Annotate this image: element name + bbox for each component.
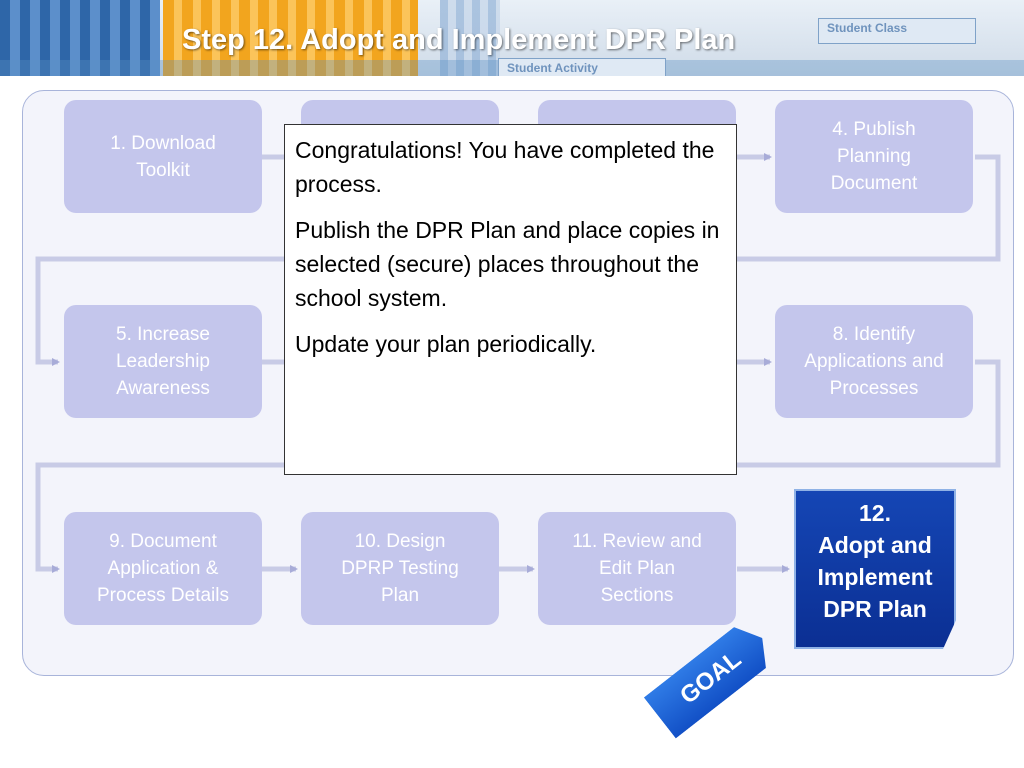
slide-title: Step 12. Adopt and Implement DPR Plan xyxy=(182,24,736,56)
step-box-8: 8. Identify Applications and Processes xyxy=(775,305,973,418)
step-label: 11. Review and xyxy=(572,531,702,552)
callout-paragraph: Publish the DPR Plan and place copies in… xyxy=(295,217,720,311)
step-box-1: 1. Download Toolkit xyxy=(64,100,262,213)
step-box-10: 10. Design DPRP Testing Plan xyxy=(301,512,499,625)
step-label: 5. Increase xyxy=(116,324,210,345)
banner-card-student-class: Student Class xyxy=(818,18,976,44)
step-label: Document xyxy=(830,173,918,194)
step-label: Leadership xyxy=(115,351,211,372)
step-label: Awareness xyxy=(116,378,210,399)
step-label: Sections xyxy=(600,585,674,606)
step-box-5: 5. Increase Leadership Awareness xyxy=(64,305,262,418)
step-box-12-current: 12. Adopt and Implement DPR Plan xyxy=(794,489,956,649)
step-label: Planning xyxy=(837,146,911,167)
step-label: Plan xyxy=(380,585,420,606)
step-label: Processes xyxy=(829,378,919,399)
step-label: Toolkit xyxy=(136,159,190,181)
step-label: Application & xyxy=(107,558,219,579)
step-label: DPRP Testing xyxy=(341,558,459,579)
banner-card-student-activity: Student Activity xyxy=(498,58,666,76)
header-banner: Student Class Student Activity Step 12. … xyxy=(0,0,1024,76)
step-label: Applications and xyxy=(804,351,944,372)
step-label: DPR Plan xyxy=(823,596,927,622)
step-box-9: 9. Document Application & Process Detail… xyxy=(64,512,262,625)
callout-paragraph: Congratulations! You have completed the … xyxy=(295,137,715,197)
step-label: 1. Download xyxy=(110,132,216,154)
step-label: 8. Identify xyxy=(832,324,916,345)
step-label: 4. Publish xyxy=(832,119,916,140)
step-box-4: 4. Publish Planning Document xyxy=(775,100,973,213)
step-label: 12. xyxy=(859,500,891,526)
banner-stripes-blue xyxy=(0,0,160,76)
step-label: Implement xyxy=(817,564,933,590)
step-label: Edit Plan xyxy=(598,558,676,579)
step-label: 9. Document xyxy=(109,531,217,552)
step-box-11: 11. Review and Edit Plan Sections xyxy=(538,512,736,625)
step-label: 10. Design xyxy=(354,531,446,552)
callout-paragraph: Update your plan periodically. xyxy=(295,331,597,357)
step-label: Adopt and xyxy=(818,532,932,558)
step-label: Process Details xyxy=(97,585,229,606)
banner-stripes-orange xyxy=(163,0,418,76)
banner-stripes-light xyxy=(440,0,500,76)
callout-box: Congratulations! You have completed the … xyxy=(284,124,737,475)
